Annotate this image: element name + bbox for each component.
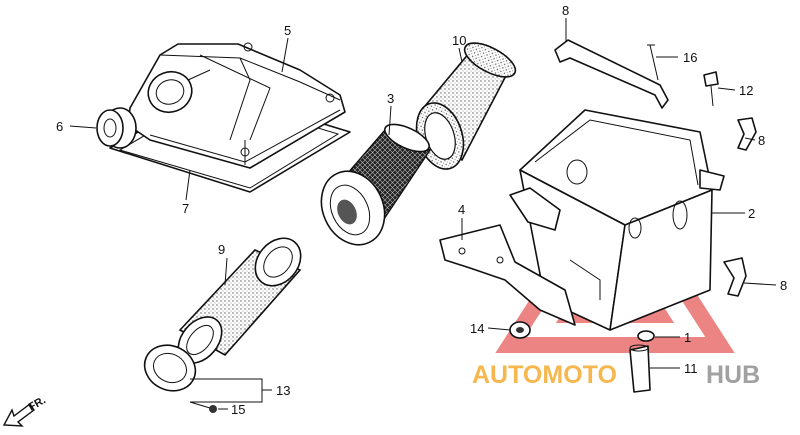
callout-2: 2: [748, 206, 755, 221]
direction-label: FR.: [27, 394, 48, 413]
bracket-stay: [439, 187, 576, 326]
callout-6: 6: [56, 119, 63, 134]
pin: [647, 44, 659, 81]
screw: [189, 401, 217, 413]
callout-1: 1: [684, 330, 691, 345]
bolt: [703, 71, 719, 107]
callout-9: 8: [562, 3, 569, 18]
callout-7: 7: [182, 201, 189, 216]
callout-3: 3: [387, 91, 394, 106]
watermark-brand-prefix: AUTOMOTO: [472, 361, 617, 389]
retaining-band: [554, 39, 669, 109]
front-arrow-icon: [2, 402, 35, 427]
drain-tube: [629, 344, 651, 393]
callout-10: 9: [218, 242, 225, 257]
grommet: [96, 107, 137, 149]
watermark-brand-suffix: HUB: [706, 361, 760, 389]
callout-17: 16: [683, 50, 697, 65]
callout-4: 4: [458, 202, 465, 217]
connecting-tube: [177, 237, 302, 364]
mesh-filter-element: [320, 123, 432, 246]
callout-11: 10: [452, 33, 466, 48]
watermark-text: AUTOMOTO HUB: [472, 361, 760, 389]
callout-labels: 5 6 7 3 10 8 16 12 8 2 8 4 9 14 1 11 13 …: [56, 3, 787, 417]
callout-13: 12: [739, 83, 753, 98]
callout-8-upper: 8: [758, 133, 765, 148]
leader-lines: [69, 18, 777, 410]
callout-16: 15: [231, 402, 245, 417]
callout-14: 13: [276, 383, 290, 398]
clip-upper: [737, 117, 757, 151]
callout-12: 11: [684, 361, 698, 376]
small-clip: [637, 330, 655, 342]
grommet-small: [509, 321, 531, 339]
front-direction-indicator: FR.: [2, 394, 48, 427]
callout-8-lower: 8: [780, 278, 787, 293]
callout-5: 5: [284, 23, 291, 38]
clip-lower: [723, 257, 747, 297]
callout-15: 14: [470, 321, 484, 336]
air-cleaner-cover: [109, 42, 351, 193]
